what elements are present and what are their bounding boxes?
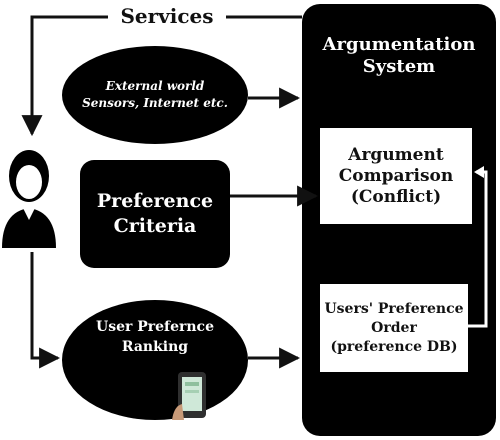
argument-comparison-box: Argument Comparison (Conflict) [320,128,472,224]
external-world-node: External world Sensors, Internet etc. [62,46,248,144]
preference-criteria-node: Preference Criteria [80,160,230,268]
user-to-ranking-edge [30,252,61,369]
users-preference-order-box: Users' Preference Order (preference DB) [320,284,468,372]
argumentation-system-title: Argumentation System [322,34,476,77]
smartphone-icon [172,372,206,420]
user-preference-ranking-node: User Prefernce Ranking [62,300,248,420]
user-icon [2,150,56,248]
order-to-comparison-arrowhead [474,166,484,178]
services-label: Services [108,2,226,30]
